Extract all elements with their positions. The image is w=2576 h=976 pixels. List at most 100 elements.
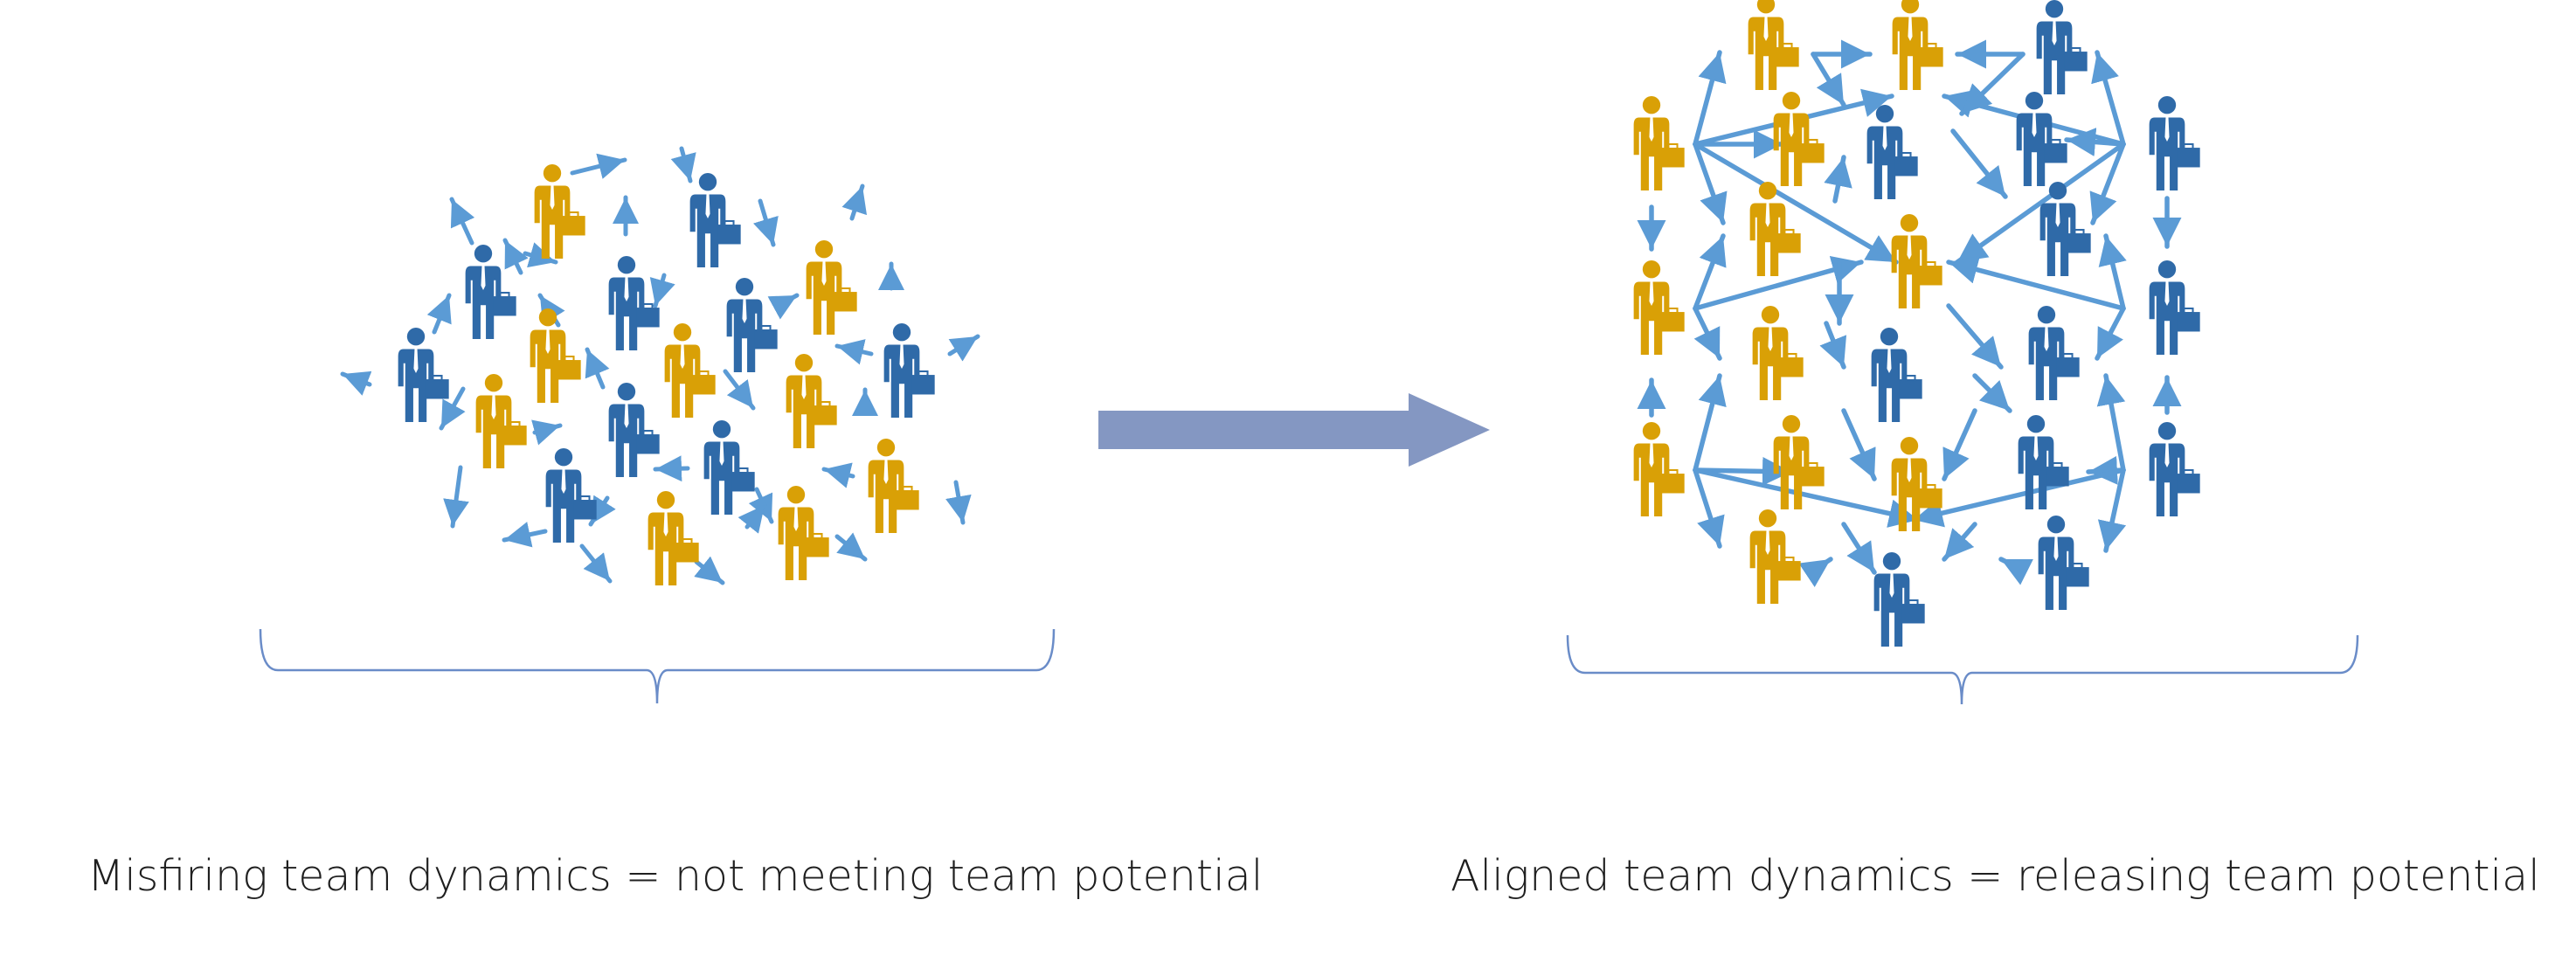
businessperson-icon [2149, 96, 2200, 190]
misfiring-caption: Misfiring team dynamics = not meeting te… [87, 851, 1264, 901]
arrow-icon [1693, 142, 1899, 265]
arrow-icon [523, 242, 558, 268]
arrow-icon [1693, 373, 1727, 473]
briefcase-icon [2177, 142, 2200, 168]
arrow-icon [821, 462, 855, 488]
arrow-icon [1693, 142, 1728, 225]
arrow-icon [1693, 50, 1727, 147]
businessperson-icon [1892, 0, 1943, 90]
arrow-icon [723, 369, 756, 411]
briefcase-icon [1899, 374, 1922, 399]
arrow-icon [1693, 467, 1725, 549]
arrow-icon [1911, 467, 2126, 528]
businessperson-icon [2038, 516, 2089, 610]
arrow-icon [1950, 128, 2008, 199]
arrow-icon [340, 370, 372, 396]
arrow-icon [1959, 52, 2025, 116]
briefcase-icon [1780, 352, 1804, 377]
arrow-icon [1841, 522, 1877, 575]
arrow-icon [1946, 303, 2004, 370]
businessperson-icon [608, 383, 660, 477]
businessperson-icon [1752, 306, 1804, 400]
arrow-icon [834, 339, 874, 365]
arrow-icon [1811, 52, 1846, 107]
briefcase-icon [2046, 461, 2069, 487]
briefcase-icon [1919, 260, 1942, 286]
arrow-icon [945, 480, 972, 525]
businessperson-icon [534, 164, 585, 259]
businessperson-icon [1871, 328, 1922, 422]
aligned-team [1633, 0, 2200, 647]
businessperson-icon [883, 323, 935, 418]
briefcase-icon [2067, 228, 2091, 253]
arrow-icon [502, 238, 529, 275]
briefcase-icon [573, 495, 597, 520]
arrow-icon [1798, 557, 1833, 588]
briefcase-icon [562, 211, 585, 236]
businessperson-icon [608, 256, 660, 350]
briefcase-icon [2177, 307, 2200, 332]
arrow-icon [753, 198, 779, 247]
businessperson-icon [530, 308, 581, 403]
arrow-icon [947, 334, 980, 362]
briefcase-icon [2044, 138, 2067, 163]
arrow-icon [1693, 233, 1727, 311]
arrow-icon [834, 532, 868, 562]
misfiring-team [398, 164, 935, 585]
briefcase-icon [503, 420, 527, 446]
arrow-icon [1955, 142, 2126, 265]
businessperson-icon [398, 328, 449, 422]
arrow-icon [502, 522, 548, 548]
arrow-icon [1693, 467, 1921, 528]
businessperson-icon [664, 323, 716, 418]
businessperson-icon [1749, 182, 1801, 276]
businessperson-icon [1749, 509, 1801, 604]
businessperson-icon [1633, 260, 1685, 355]
briefcase-icon [806, 532, 829, 557]
businessperson-icon [1866, 105, 1918, 199]
arrow-icon [2097, 467, 2127, 553]
briefcase-icon [2066, 562, 2089, 587]
briefcase-icon [636, 429, 660, 454]
businessperson-icon [475, 374, 527, 468]
businessperson-icon [2039, 182, 2091, 276]
arrow-icon [737, 502, 767, 534]
briefcase-icon [834, 287, 857, 312]
briefcase-icon [1901, 599, 1925, 624]
briefcase-icon [675, 537, 699, 563]
briefcase-icon [2056, 352, 2080, 377]
arrow-icon [585, 347, 610, 390]
businessperson-icon [1873, 552, 1925, 647]
businessperson-icon [1773, 415, 1825, 509]
businessperson-icon [726, 278, 778, 372]
briefcase-icon [557, 355, 581, 380]
arrow-icon [649, 273, 675, 308]
businessperson-icon [2149, 260, 2200, 355]
arrow-icon [2089, 142, 2126, 225]
businessperson-icon [2016, 92, 2067, 186]
arrow-icon [1693, 306, 1722, 361]
arrow-icon [1824, 155, 1852, 204]
businessperson-icon [2036, 0, 2088, 94]
arrow-icon [443, 465, 469, 529]
briefcase-icon [896, 485, 919, 510]
briefcase-icon [493, 291, 516, 316]
briefcase-icon [1801, 461, 1825, 487]
businessperson-icon [545, 448, 597, 543]
briefcase-icon [426, 374, 449, 399]
arrow-icon [570, 153, 627, 179]
businessperson-icon [786, 354, 837, 448]
arrow-icon [2095, 306, 2126, 361]
briefcase-icon [1801, 138, 1825, 163]
businessperson-icon [1891, 214, 1942, 308]
businessperson-icon [2028, 306, 2080, 400]
businessperson-icon [1773, 92, 1825, 186]
briefcase-icon [2064, 46, 2088, 72]
arrow-icon [1942, 408, 1977, 481]
businessperson-icon [1633, 96, 1685, 190]
misfiring-arrows [340, 146, 980, 585]
briefcase-icon [1776, 42, 1799, 67]
left-brace-icon [259, 628, 1056, 704]
businessperson-icon [2018, 415, 2069, 509]
